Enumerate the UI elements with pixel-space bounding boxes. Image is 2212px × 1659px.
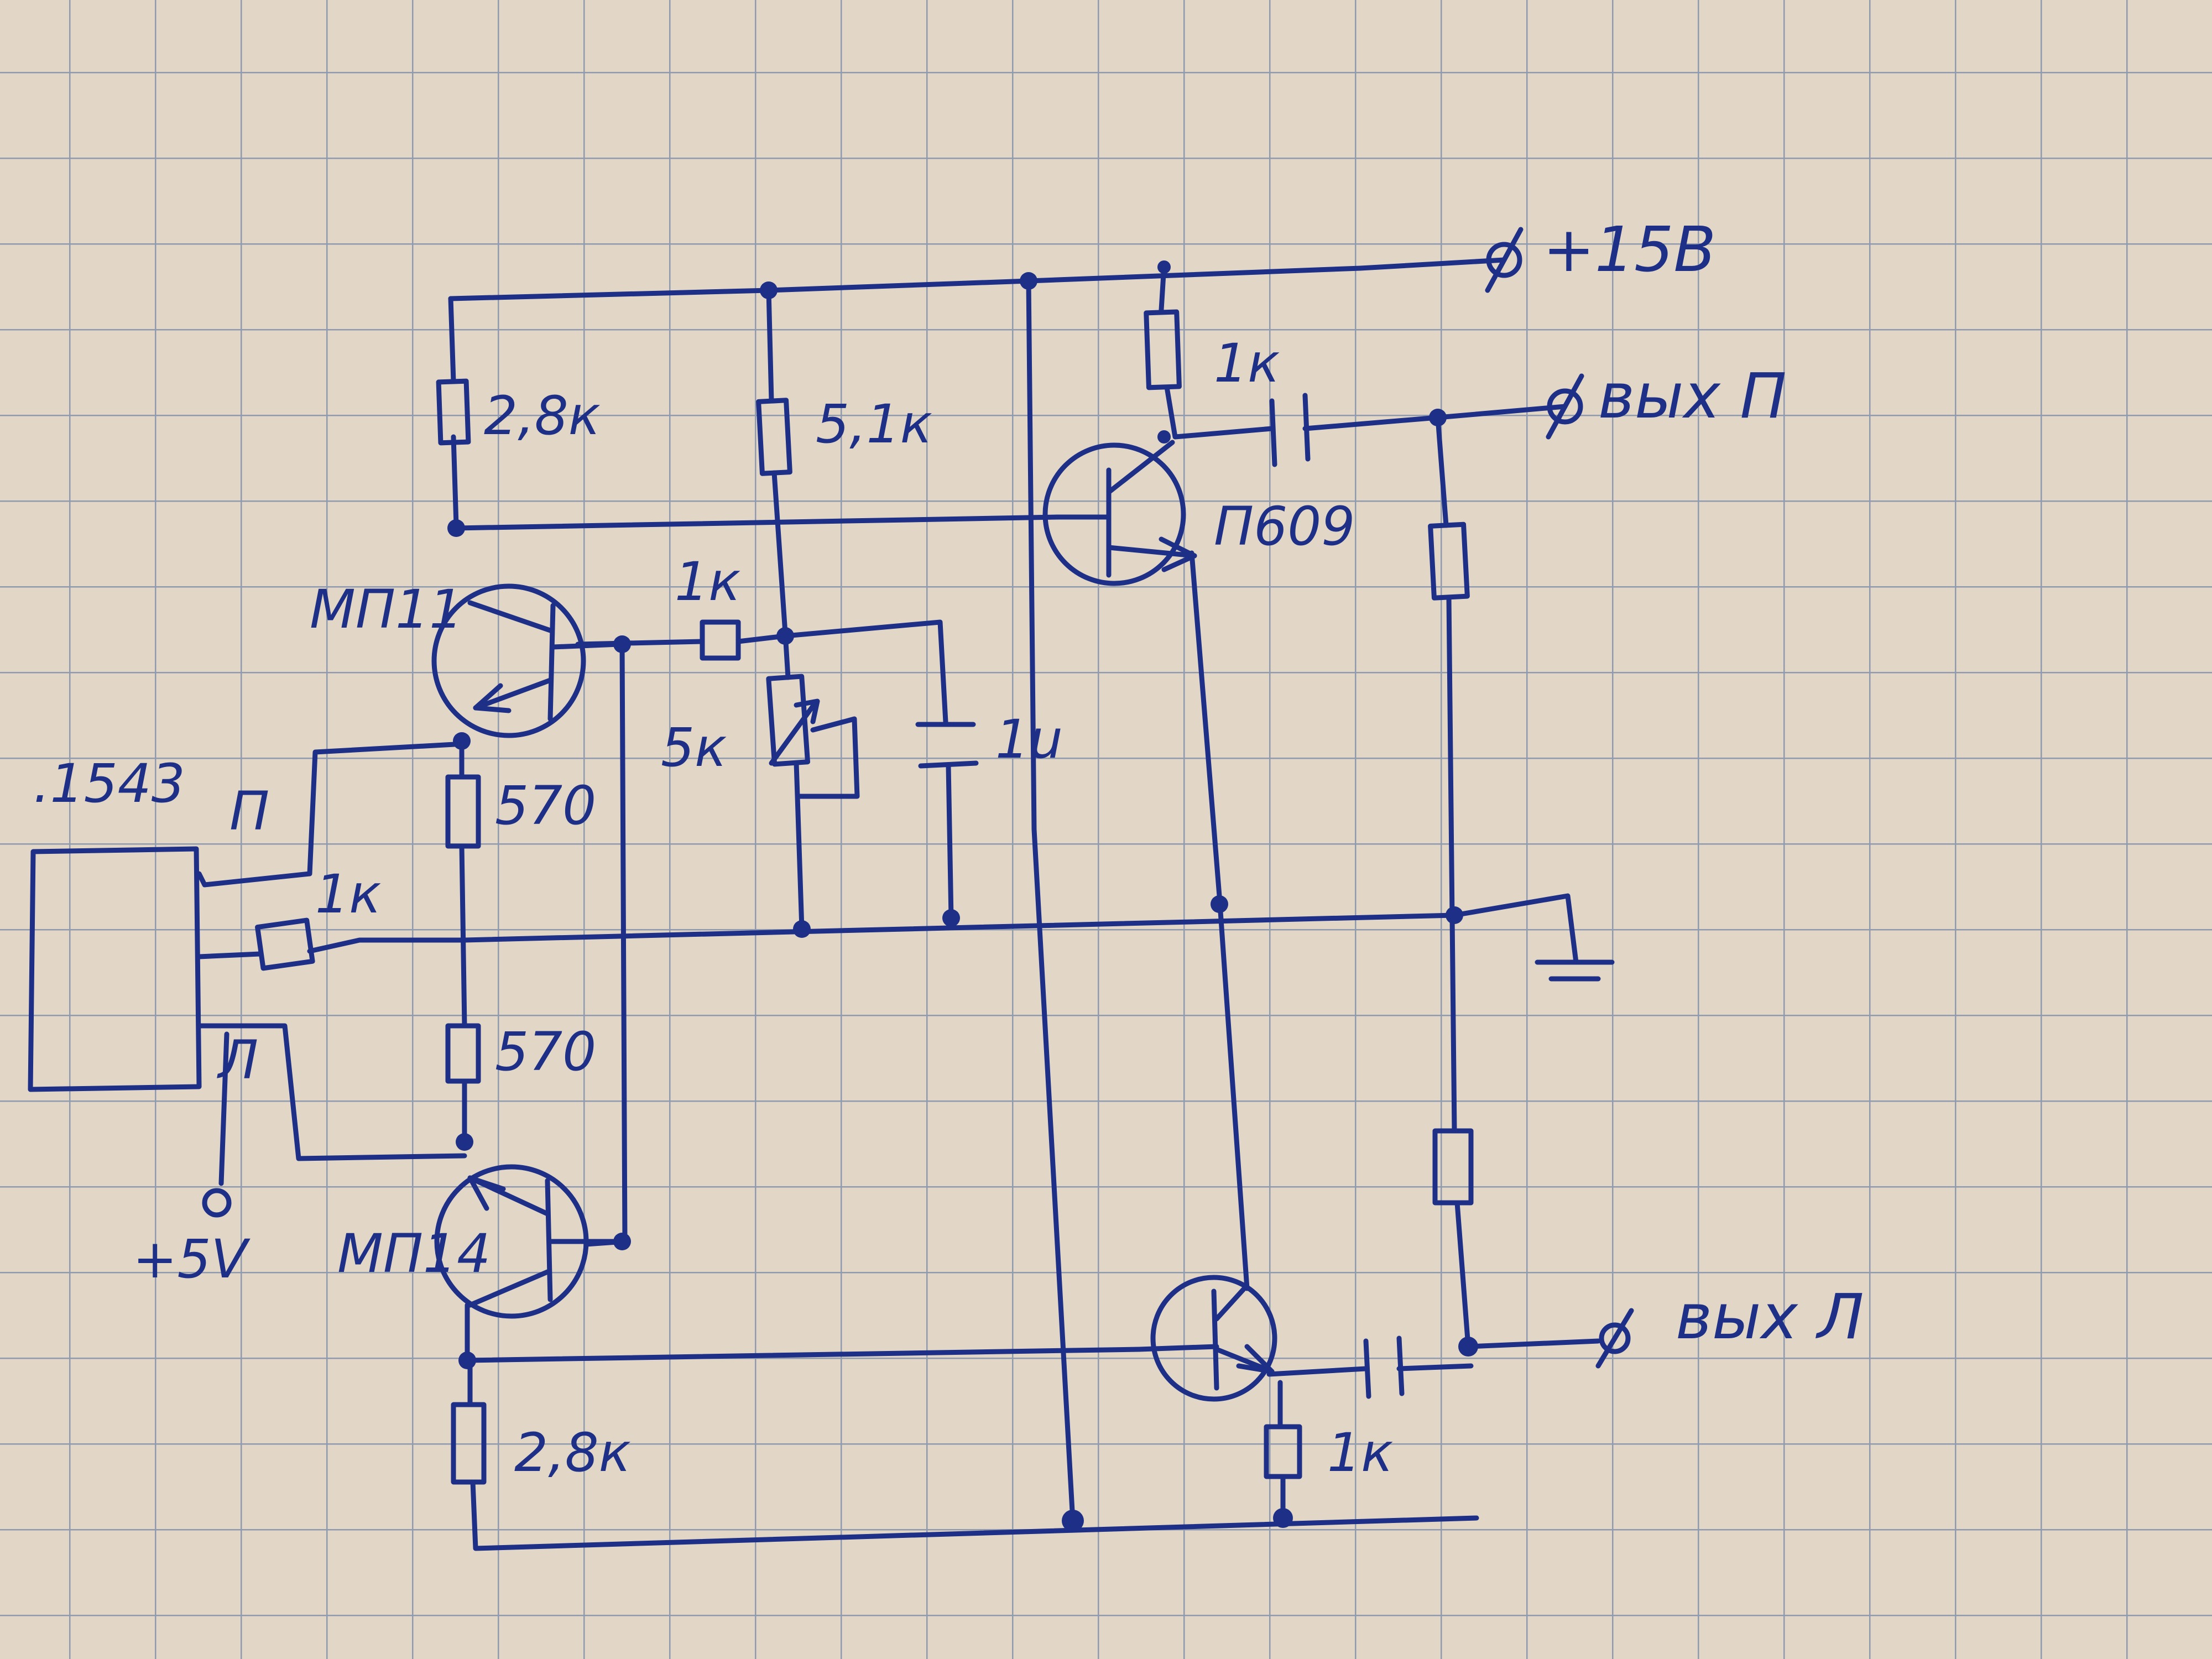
label-chip: .1543: [33, 753, 185, 815]
capacitor-out-left: [1363, 1335, 1405, 1399]
labels: .1543 П Л +5V +15B вых П вых Л 2,8к 5,1к…: [33, 214, 1864, 1484]
capacitor-out-right: [1269, 393, 1311, 467]
resistor-right-lower: [1432, 1128, 1474, 1206]
transistor-mp14: [434, 1164, 622, 1319]
label-r-570-bottom: 570: [495, 1021, 596, 1083]
transistor-mp11: [431, 583, 622, 738]
resistor-2-8k-top: [436, 378, 471, 446]
label-out-left: вых Л: [1676, 1281, 1864, 1353]
label-r-bottom-right: 1к: [1327, 1422, 1393, 1484]
label-r-top-right: 1к: [1214, 332, 1280, 394]
capacitors: [915, 393, 1405, 1399]
label-q-bottom-left: МП14: [337, 1223, 491, 1285]
label-pot-5k: 5к: [661, 717, 727, 779]
label-out-right: вых П: [1598, 361, 1787, 432]
resistor-1k-bottom: [1264, 1424, 1302, 1479]
resistor-570-top: [445, 774, 481, 849]
junction-dots: [447, 260, 1478, 1532]
label-r-top-mid: 5,1к: [816, 393, 932, 455]
label-r-base: 1к: [675, 551, 740, 613]
label-r-570-top: 570: [495, 775, 596, 837]
terminal-plus-15v[interactable]: [1485, 227, 1524, 293]
resistors: [255, 309, 1474, 1485]
label-q-top-left: МП11: [310, 578, 463, 640]
transistor-bottom-right: [1136, 1275, 1277, 1402]
terminal-out-right[interactable]: [1546, 373, 1584, 440]
label-chip-pin-bottom: Л: [217, 1029, 258, 1091]
label-q-top-right: П609: [1214, 495, 1355, 557]
resistor-1k-top-right: [1144, 309, 1182, 390]
resistor-5-1k: [756, 398, 792, 476]
label-chip-pin-top: П: [229, 780, 269, 842]
label-r-bottom-left: 2,8к: [514, 1422, 631, 1484]
label-supply-15v: +15B: [1543, 214, 1716, 286]
resistor-right-upper: [1428, 521, 1470, 601]
terminals: [1485, 227, 1634, 1369]
resistor-570-bottom: [445, 1023, 481, 1084]
capacitor-1u: [915, 722, 979, 769]
label-supply-5v: +5V: [133, 1228, 251, 1290]
transistor-p609: [1042, 440, 1197, 586]
label-r-chip-1k: 1к: [315, 863, 381, 925]
pot-arrow: [769, 698, 820, 766]
chip-body: [28, 846, 202, 1092]
terminal-out-left[interactable]: [1595, 1308, 1634, 1369]
label-cap-1u: 1u: [995, 708, 1063, 770]
label-r-top-left: 2,8к: [484, 385, 601, 447]
resistor-chip-1k: [255, 917, 315, 971]
transistors: [431, 440, 1277, 1402]
resistor-2-8k-bottom: [451, 1402, 487, 1485]
resistor-1k-base: [700, 619, 741, 661]
